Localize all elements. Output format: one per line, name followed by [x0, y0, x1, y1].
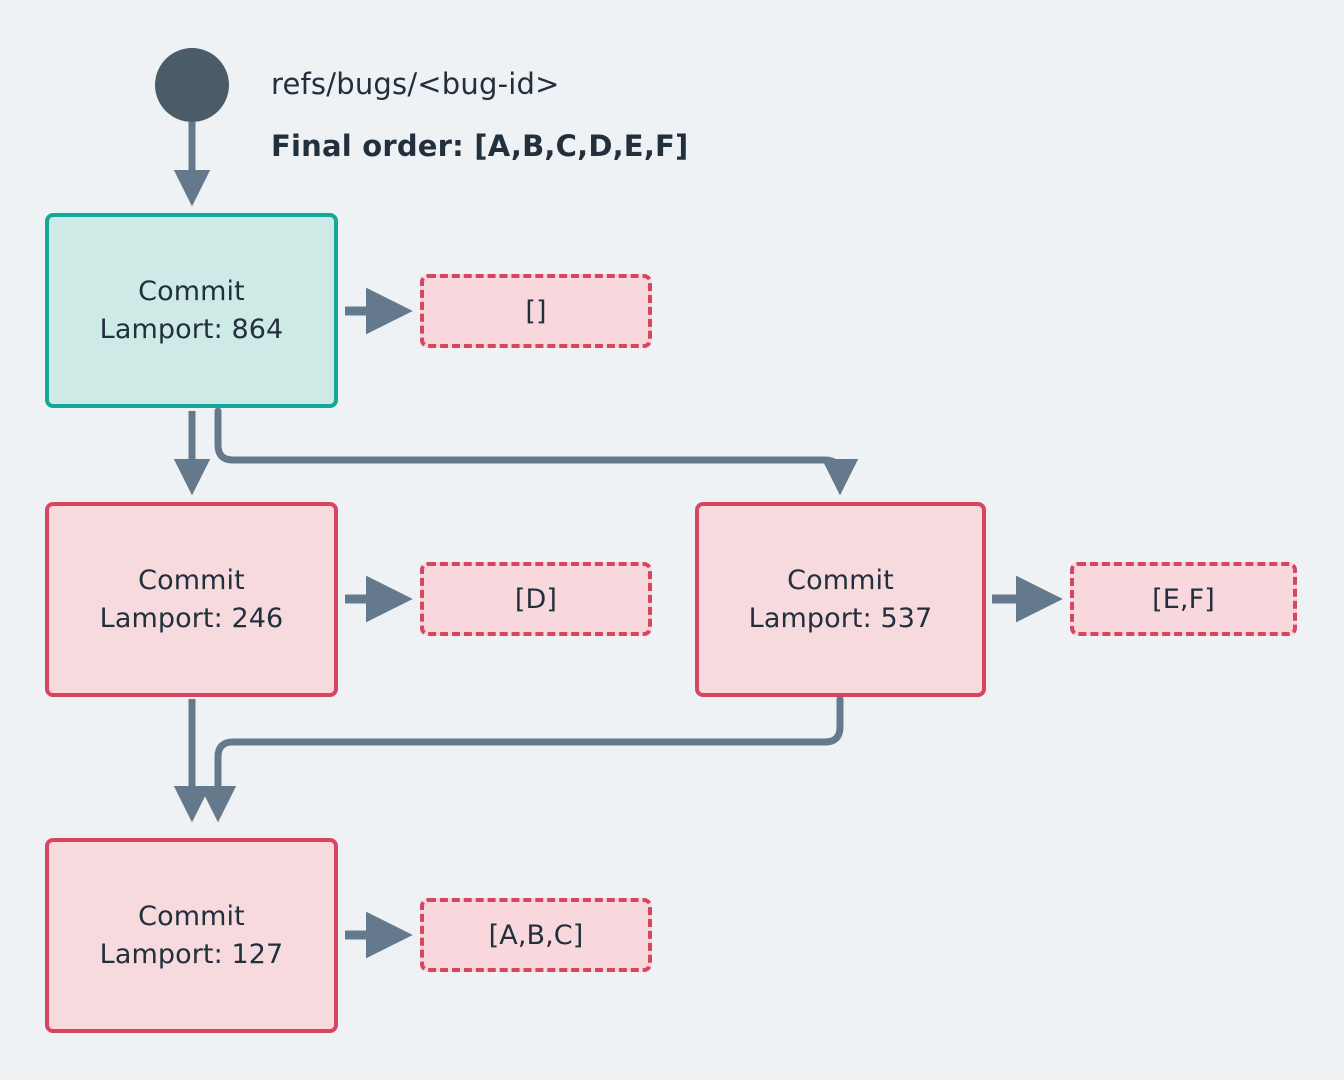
commit-lamport: Lamport: 127 [99, 938, 284, 970]
oplist-box-864[interactable]: [] [420, 274, 652, 348]
oplist-label: [A,B,C] [488, 919, 584, 951]
oplist-label: [] [525, 295, 547, 327]
commit-title: Commit [138, 901, 245, 933]
oplist-box-127[interactable]: [A,B,C] [420, 898, 652, 972]
ref-path-label: refs/bugs/<bug-id> [271, 67, 560, 101]
commit-title: Commit [138, 276, 245, 308]
commit-node-864[interactable]: Commit Lamport: 864 [45, 213, 338, 408]
commit-lamport: Lamport: 246 [99, 602, 284, 634]
commit-title: Commit [787, 565, 894, 597]
commit-lamport: Lamport: 864 [99, 313, 284, 345]
commit-node-537[interactable]: Commit Lamport: 537 [695, 502, 986, 697]
root-node[interactable] [155, 48, 229, 122]
oplist-label: [D] [514, 583, 558, 615]
commit-title: Commit [138, 565, 245, 597]
commit-node-127[interactable]: Commit Lamport: 127 [45, 838, 338, 1033]
commit-node-246[interactable]: Commit Lamport: 246 [45, 502, 338, 697]
edge-commit-864-to-commit-537 [214, 407, 859, 496]
commit-lamport: Lamport: 537 [748, 602, 933, 634]
edge-commit-537-to-commit-127 [199, 695, 844, 823]
oplist-box-246[interactable]: [D] [420, 562, 652, 636]
oplist-box-537[interactable]: [E,F] [1070, 562, 1297, 636]
oplist-label: [E,F] [1152, 583, 1215, 615]
final-order-label: Final order: [A,B,C,D,E,F] [271, 129, 689, 163]
